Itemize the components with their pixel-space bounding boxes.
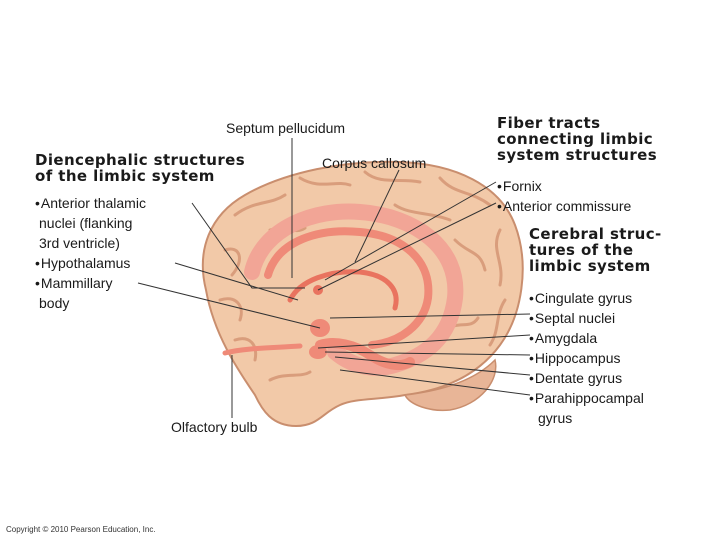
list-item-hypothalamus: Hypothalamus xyxy=(35,253,146,273)
hippocampus xyxy=(315,338,415,371)
list-item-continuation: gyrus xyxy=(538,410,573,426)
fornix xyxy=(287,269,399,311)
limbic-structures xyxy=(244,203,464,376)
label-septum-pellucidum: Septum pellucidum xyxy=(226,120,346,136)
fiber-heading-line: connecting limbic xyxy=(497,130,654,148)
list-item-continuation: body xyxy=(39,295,70,311)
diencephalic-heading-line: of the limbic system xyxy=(35,167,215,185)
copyright-notice: Copyright © 2010 Pearson Education, Inc. xyxy=(6,525,156,534)
list-item-amygdala: Amygdala xyxy=(529,328,644,348)
list-item-parahippocampal: Parahippocampal xyxy=(529,388,644,408)
cerebral-heading-line: limbic system xyxy=(529,257,651,275)
amygdala xyxy=(309,345,327,359)
cerebellum xyxy=(403,358,497,412)
cerebral-heading-line: Cerebral struc- xyxy=(529,225,662,243)
list-item-continuation: nuclei (flanking xyxy=(39,215,133,231)
diencephalic-heading-line: Diencephalic structures xyxy=(35,151,246,169)
label-corpus-callosum: Corpus callosum xyxy=(322,155,427,171)
cerebral-heading: Cerebral struc- tures of the limbic syst… xyxy=(529,226,662,274)
cerebral-heading-line: tures of the xyxy=(529,241,634,259)
list-item-continuation: 3rd ventricle) xyxy=(39,235,120,251)
diencephalic-heading: Diencephalic structures of the limbic sy… xyxy=(35,152,245,184)
list-item-hippocampus: Hippocampus xyxy=(529,348,644,368)
list-item-septal-nuclei: Septal nuclei xyxy=(529,308,644,328)
fiber-heading: Fiber tracts connecting limbic system st… xyxy=(497,115,657,163)
corpus-callosum xyxy=(264,227,433,349)
list-item-cingulate-gyrus: Cingulate gyrus xyxy=(529,288,644,308)
fiber-heading-line: Fiber tracts xyxy=(497,114,601,132)
fiber-list: Fornix Anterior commissure xyxy=(497,176,631,216)
leader-lines xyxy=(137,138,531,418)
list-item-dentate-gyrus: Dentate gyrus xyxy=(529,368,644,388)
diencephalic-list: Anterior thalamic nuclei (flanking 3rd v… xyxy=(35,193,146,313)
label-olfactory-bulb: Olfactory bulb xyxy=(171,419,258,435)
fiber-heading-line: system structures xyxy=(497,146,658,164)
list-item-anterior-thalamic: Anterior thalamic xyxy=(35,193,146,213)
list-item-fornix: Fornix xyxy=(497,176,631,196)
cerebral-list: Cingulate gyrus Septal nuclei Amygdala H… xyxy=(529,288,644,428)
olfactory-tract xyxy=(222,343,303,356)
list-item-anterior-commissure: Anterior commissure xyxy=(497,196,631,216)
list-item-mammillary: Mammillary xyxy=(35,273,146,293)
